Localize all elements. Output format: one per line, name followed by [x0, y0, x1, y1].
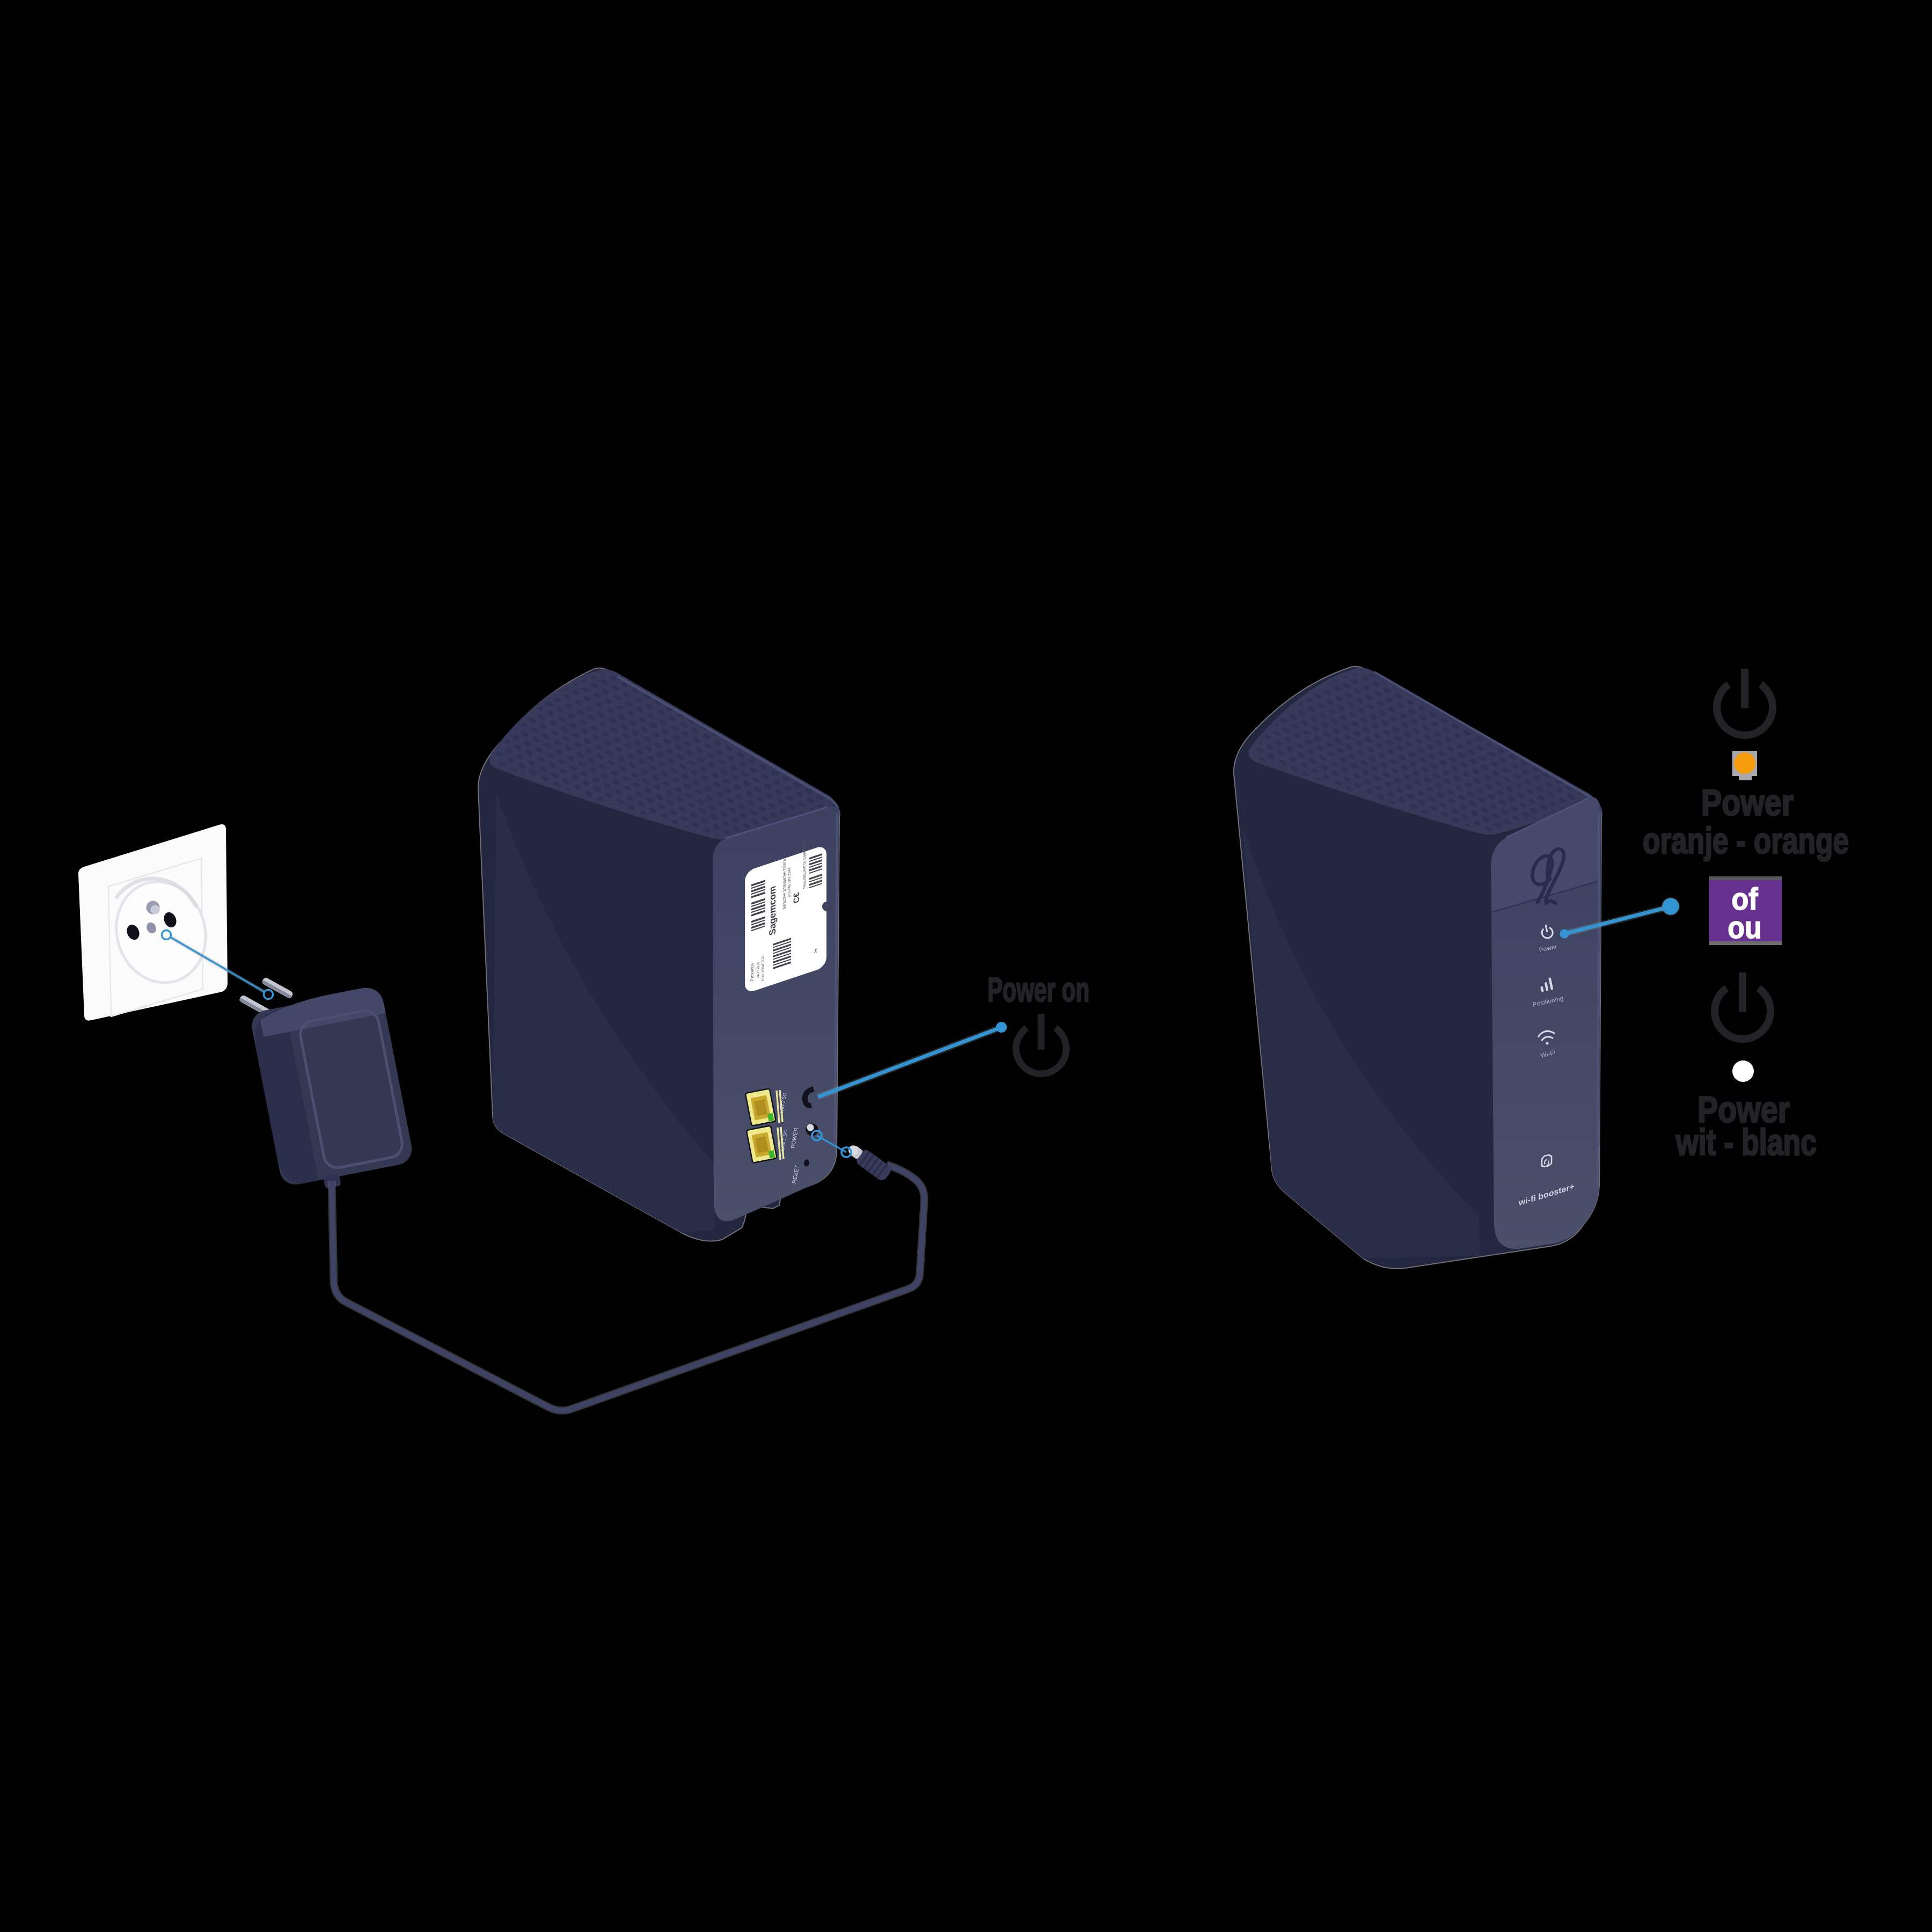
svg-text:Power: Power	[1538, 943, 1557, 954]
svg-text:Power: Power	[1697, 1089, 1790, 1131]
svg-text:BT5448 S/N 2244: BT5448 S/N 2244	[787, 867, 792, 898]
svg-text:Power on: Power on	[987, 970, 1089, 1009]
svg-text:✂: ✂	[813, 948, 820, 954]
svg-text:oranje - orange: oranje - orange	[1643, 821, 1849, 862]
svg-text:5WB2244 STB4567uh-TG678: 5WB2244 STB4567uh-TG678	[782, 858, 787, 910]
svg-text:C€: C€	[792, 891, 801, 904]
svg-text:Power: Power	[1701, 782, 1794, 824]
svg-text:CNU 2584FTG6: CNU 2584FTG6	[762, 955, 765, 982]
svg-text:Wi-Fi Built: Wi-Fi Built	[757, 961, 760, 978]
svg-text:ou: ou	[1728, 911, 1762, 945]
svg-text:Wi-Fi: Wi-Fi	[1540, 1049, 1556, 1059]
svg-text:Proximus: Proximus	[750, 962, 755, 982]
svg-text:Sagemcom: Sagemcom	[767, 884, 777, 936]
svg-text:wit - blanc: wit - blanc	[1675, 1122, 1817, 1163]
svg-text:Manufactured by Sagemcom: Manufactured by Sagemcom	[802, 840, 807, 889]
svg-text:of: of	[1731, 882, 1758, 917]
